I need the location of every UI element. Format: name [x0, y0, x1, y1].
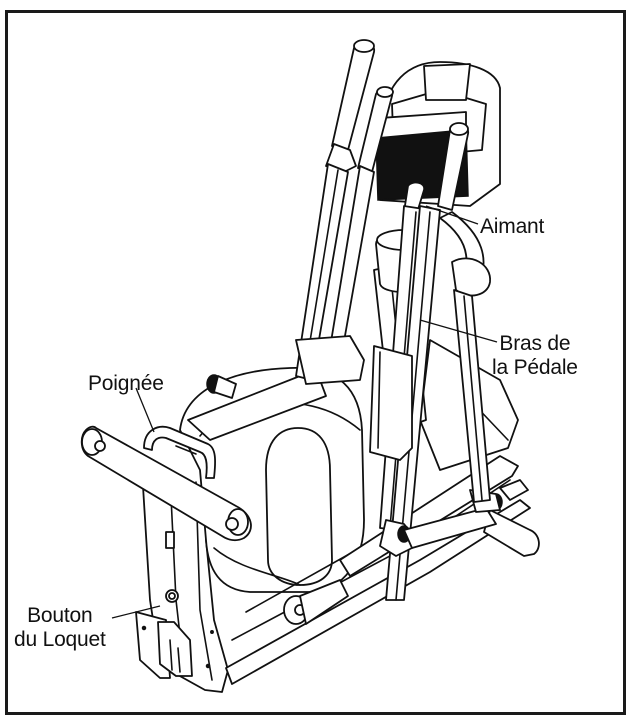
rear-knob: [206, 374, 237, 399]
console: [375, 61, 501, 207]
label-poignee: Poignée: [88, 372, 164, 396]
label-bouton-line2: du Loquet: [14, 628, 106, 651]
far-handlebar: [295, 39, 394, 385]
near-pedal-arm: [283, 122, 503, 625]
label-bras-de-la-pedale: Bras de la Pédale: [492, 332, 578, 380]
label-aimant-text: Aimant: [480, 215, 545, 238]
label-bouton-du-loquet: Bouton du Loquet: [14, 604, 106, 652]
rear-stabilizer-bar: [80, 425, 252, 542]
transport-handle: [143, 426, 216, 479]
label-aimant: Aimant: [480, 215, 544, 239]
label-poignee-text: Poignée: [88, 372, 164, 395]
label-bouton-line1: Bouton: [27, 604, 93, 627]
leader-lines: [111, 205, 498, 619]
flywheel-housing: [179, 367, 365, 593]
label-bras-line1: Bras de: [499, 332, 571, 355]
label-bras-line2: la Pédale: [492, 356, 578, 379]
